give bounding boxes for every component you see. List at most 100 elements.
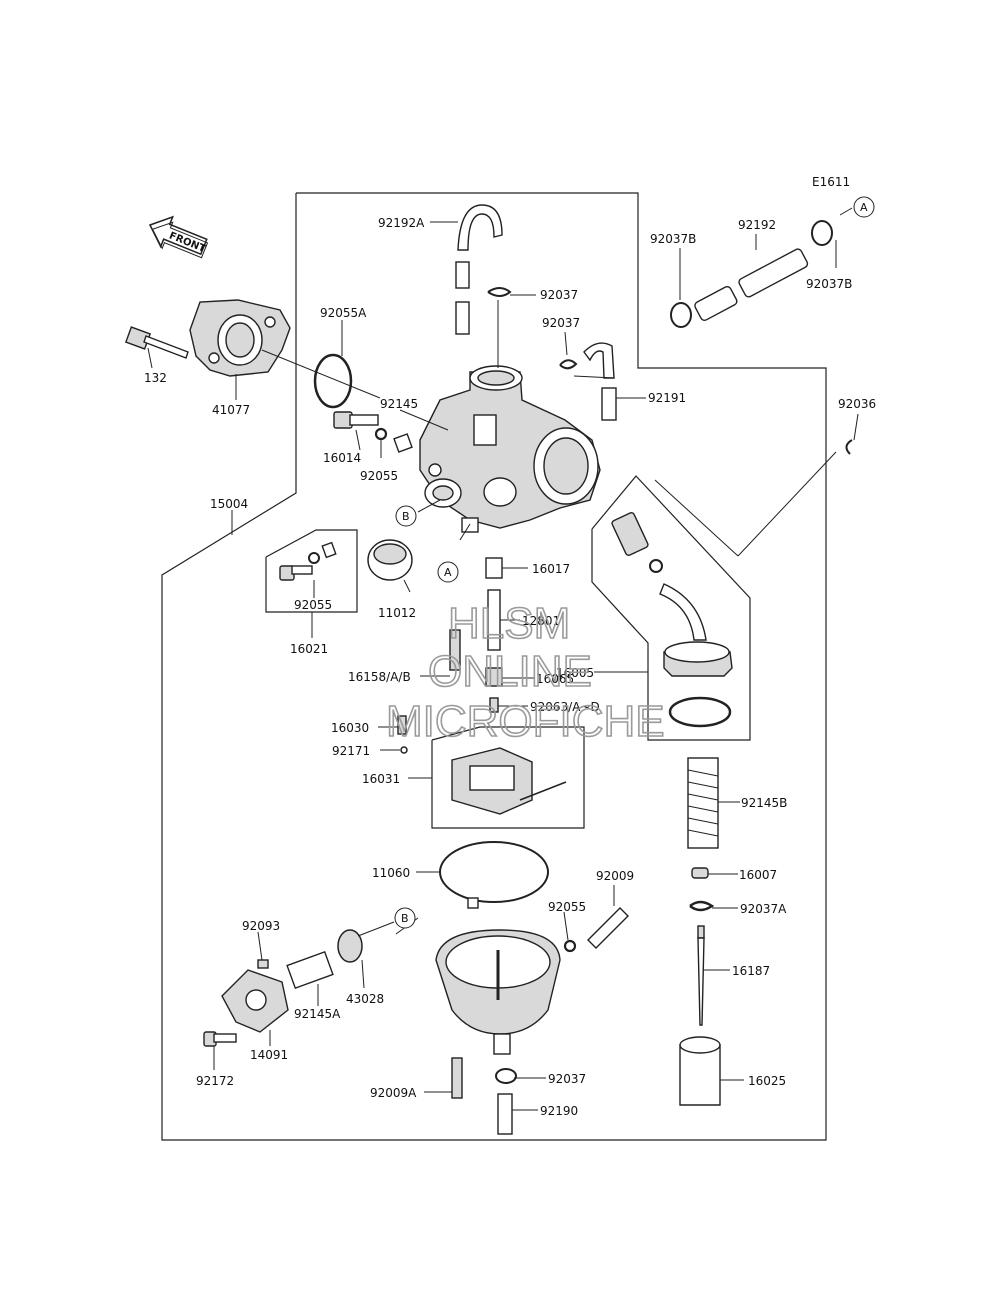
label-92009: 92009 (596, 869, 634, 883)
svg-text:B: B (401, 912, 409, 925)
label-92145B: 92145B (741, 796, 787, 810)
label-43028: 43028 (346, 992, 384, 1006)
hose-92190 (497, 1093, 513, 1135)
label-92037-2: 92037 (542, 316, 580, 330)
hose-92192 (694, 248, 809, 321)
pilot-screw-16021 (279, 541, 337, 581)
bolt-132 (124, 326, 189, 359)
label-92037B-2: 92037B (806, 277, 852, 291)
float-box (431, 726, 585, 829)
assembly-outline (161, 192, 827, 1141)
clip-92037B-right (811, 220, 833, 246)
label-12801: 12801 (522, 614, 560, 628)
carburetor-body (419, 365, 601, 533)
label-92093: 92093 (242, 919, 280, 933)
gasket-tab (467, 897, 479, 909)
label-92145: 92145 (380, 397, 418, 411)
label-41077: 41077 (212, 403, 250, 417)
svg-text:A: A (860, 201, 868, 214)
hose-92191 (583, 342, 617, 421)
hose-92192A (455, 204, 503, 335)
label-92055-low: 92055 (548, 900, 586, 914)
screw-92093 (257, 959, 269, 969)
marker-b-bottom: B (394, 907, 416, 929)
label-92171: 92171 (332, 744, 370, 758)
diaphragm-43028 (337, 929, 363, 963)
diagram-code: E1611 (812, 175, 850, 189)
label-92063: 92063/A~D (530, 700, 600, 714)
label-132: 132 (144, 371, 167, 385)
label-92037B-1: 92037B (650, 232, 696, 246)
valve-92009 (587, 907, 629, 949)
label-16014: 16014 (323, 451, 361, 465)
watermark-line2: ONLINE (428, 647, 592, 696)
label-16005: 16005 (556, 666, 594, 680)
marker-a-top: A (853, 196, 875, 218)
label-16187: 16187 (732, 964, 770, 978)
screw-92009A (451, 1057, 463, 1099)
label-92036: 92036 (838, 397, 876, 411)
watermark: HLSM ONLINE MICROFICHE (385, 598, 665, 747)
front-arrow-icon: FRONT (148, 215, 209, 259)
label-92172: 92172 (196, 1074, 234, 1088)
leader-lines (147, 207, 859, 1111)
needle-clip-16007 (691, 867, 709, 879)
label-92037-1: 92037 (540, 288, 578, 302)
label-16025: 16025 (748, 1074, 786, 1088)
label-16031: 16031 (362, 772, 400, 786)
intake-manifold (189, 299, 291, 377)
label-92055A: 92055A (320, 306, 367, 320)
choke-16005 (611, 511, 733, 728)
float-valve-16030 (397, 715, 407, 735)
float-16031 (451, 747, 567, 815)
label-14091: 14091 (250, 1048, 288, 1062)
clip-92037A (689, 900, 715, 912)
label-92192A: 92192A (378, 216, 425, 230)
label-92009A: 92009A (370, 1086, 417, 1100)
clip-92037-right (559, 359, 578, 370)
screw-92172 (203, 1031, 237, 1047)
label-92037A: 92037A (740, 902, 787, 916)
cover-14091 (221, 969, 289, 1033)
label-16158: 16158/A/B (348, 670, 411, 684)
pilot-jet-16158 (449, 629, 461, 671)
marker-b-top: B (395, 505, 417, 527)
label-16017: 16017 (532, 562, 570, 576)
needle-jet-holder-16017 (485, 557, 503, 579)
label-16021: 16021 (290, 642, 328, 656)
clip-92037-bottom (495, 1068, 517, 1084)
o-ring-92055A (313, 353, 353, 409)
needle-16187 (697, 925, 705, 1026)
marker-a-mid: A (437, 561, 459, 583)
label-92055-mid: 92055 (294, 598, 332, 612)
cap-11012 (367, 539, 413, 581)
clip-92171 (400, 746, 408, 754)
screw-16014 (333, 411, 379, 429)
clip-92037B-left (670, 302, 692, 328)
jet-16065 (485, 667, 503, 687)
part-labels: 132 41077 92055A 92145 16014 92055 15004… (144, 216, 876, 1118)
label-92145A: 92145A (294, 1007, 341, 1021)
main-jet-92063 (489, 697, 499, 713)
label-92055-top: 92055 (360, 469, 398, 483)
spring-92145 (393, 433, 413, 453)
throttle-valve-16025 (679, 1036, 721, 1106)
label-92191: 92191 (648, 391, 686, 405)
float-chamber (435, 929, 561, 1055)
choke-box (591, 475, 751, 741)
watermark-line1: HLSM (448, 599, 570, 648)
spring-92145B (687, 757, 719, 849)
label-92037-3: 92037 (548, 1072, 586, 1086)
pilot-screw-box (265, 529, 358, 613)
label-16007: 16007 (739, 868, 777, 882)
label-16030: 16030 (331, 721, 369, 735)
svg-text:A: A (444, 566, 452, 579)
gasket-11060 (439, 841, 549, 903)
label-92192: 92192 (738, 218, 776, 232)
label-11012: 11012 (378, 606, 416, 620)
label-15004: 15004 (210, 497, 248, 511)
spring-92145A (286, 950, 334, 990)
clip-92036 (845, 439, 853, 455)
